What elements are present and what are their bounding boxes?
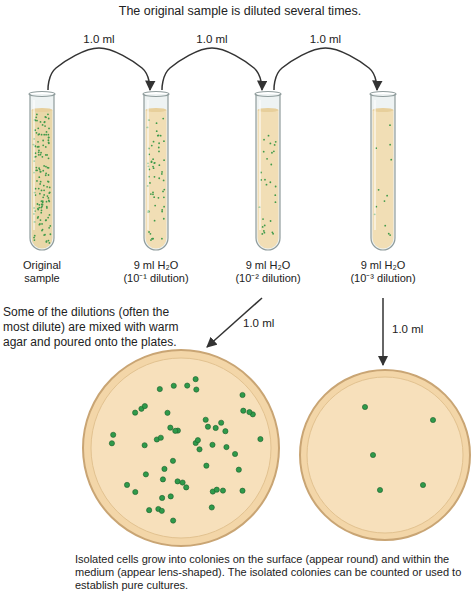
- tube-drawing: [27, 90, 57, 255]
- colony: [162, 466, 167, 471]
- colony: [175, 479, 180, 484]
- plate-rim: [300, 370, 470, 540]
- colony: [180, 480, 185, 485]
- colony: [124, 482, 129, 487]
- colony: [193, 377, 198, 382]
- tube-drawing: [253, 90, 283, 255]
- volume-label: 1.0 ml: [392, 322, 442, 336]
- colony: [173, 428, 178, 433]
- colony: [258, 436, 263, 441]
- colony: [370, 452, 375, 457]
- colony: [142, 403, 147, 408]
- tube-drawing: [368, 90, 398, 255]
- colony: [147, 508, 152, 513]
- volume-label: 1.0 ml: [81, 33, 116, 45]
- colony: [194, 387, 199, 392]
- colony: [185, 383, 190, 388]
- tube-drawing: [141, 90, 171, 255]
- test-tube: 9 ml H₂O(10⁻³ dilution): [340, 90, 426, 285]
- colony: [232, 451, 237, 456]
- transfer-arrow: [274, 48, 377, 90]
- tube-label: (10⁻² dilution): [225, 272, 311, 285]
- colony: [158, 435, 163, 440]
- tube-label: 9 ml H₂O: [113, 259, 199, 272]
- colony: [210, 442, 215, 447]
- colony: [133, 410, 138, 415]
- note: Some of the dilutions (often the most di…: [3, 305, 198, 350]
- tube-label: 9 ml H₂O: [225, 259, 311, 272]
- colony: [362, 404, 367, 409]
- colony: [219, 420, 224, 425]
- title: The original sample is diluted several t…: [60, 4, 420, 18]
- tube-label: 9 ml H₂O: [340, 259, 426, 272]
- colony: [247, 410, 252, 415]
- volume-label: 1.0 ml: [308, 33, 343, 45]
- tube-label: (10⁻¹ dilution): [113, 272, 199, 285]
- transfer-arrow: [162, 48, 262, 90]
- colony: [223, 429, 228, 434]
- colony: [159, 508, 164, 513]
- tube-label: (10⁻³ dilution): [340, 272, 426, 285]
- colony: [197, 447, 202, 452]
- colony: [171, 518, 176, 523]
- agar-surface: [307, 377, 463, 533]
- colony: [203, 417, 208, 422]
- colony: [168, 425, 173, 430]
- pour-arrow: [382, 298, 384, 365]
- colony: [160, 477, 165, 482]
- colony: [236, 467, 241, 472]
- colony: [109, 441, 114, 446]
- colony: [168, 494, 173, 499]
- colony: [420, 482, 425, 487]
- colony: [170, 458, 175, 463]
- colony: [205, 424, 210, 429]
- colony: [240, 392, 245, 397]
- colony: [214, 487, 219, 492]
- colony: [430, 417, 435, 422]
- colony: [160, 495, 165, 500]
- petri-plate: [83, 350, 279, 546]
- test-tube: 9 ml H₂O(10⁻² dilution): [225, 90, 311, 285]
- colony: [111, 432, 116, 437]
- test-tube: 9 ml H₂O(10⁻¹ dilution): [113, 90, 199, 285]
- colony: [240, 488, 245, 493]
- volume-label: 1.0 ml: [243, 316, 293, 330]
- transfer-arrow: [48, 48, 150, 90]
- agar-surface: [91, 358, 271, 538]
- caption: Isolated cells grow into colonies on the…: [75, 553, 470, 592]
- colonies: [362, 404, 435, 492]
- colony: [241, 408, 246, 413]
- colony: [171, 383, 176, 388]
- test-tube: Original sample: [9, 90, 75, 285]
- tube-label: Original sample: [9, 259, 75, 285]
- colony: [377, 487, 382, 492]
- colony: [165, 410, 170, 415]
- plate-rim: [83, 350, 279, 546]
- colony: [224, 444, 229, 449]
- colony: [195, 438, 200, 443]
- colony: [204, 463, 209, 468]
- colony: [157, 386, 162, 391]
- volume-label: 1.0 ml: [194, 33, 229, 45]
- colony: [143, 472, 148, 477]
- petri-plate: [300, 370, 470, 540]
- colony: [220, 488, 225, 493]
- colony: [184, 485, 189, 490]
- colony: [142, 443, 147, 448]
- colony: [209, 505, 214, 510]
- colony: [133, 489, 138, 494]
- colony: [213, 425, 218, 430]
- colonies: [109, 377, 263, 524]
